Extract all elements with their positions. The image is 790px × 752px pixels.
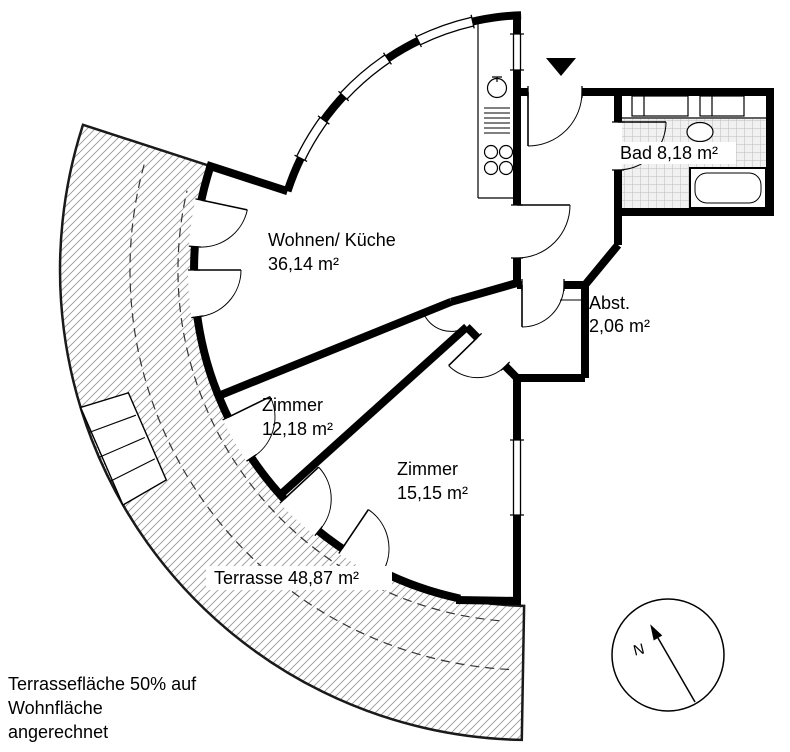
storage-name: Abst.	[589, 293, 630, 313]
bathroom-fixtures	[631, 95, 767, 209]
terrace-dashed-arc-outer	[129, 159, 510, 671]
door-hall-living	[511, 204, 571, 259]
windows	[294, 14, 524, 516]
window-arc-3	[414, 14, 475, 48]
room2-name: Zimmer	[397, 459, 458, 479]
compass-needle	[657, 637, 696, 703]
entrance-arrow-icon	[546, 58, 576, 76]
kitchen-counter-line	[477, 24, 513, 199]
footnote-line-1: Terrassefläche 50% auf	[8, 674, 197, 694]
bath-label-bg	[614, 142, 736, 164]
shaft-boxes	[631, 95, 745, 117]
footnote-line-2: Wohnfläche	[8, 698, 103, 718]
terrace-stairs	[79, 391, 168, 506]
window-arc-1	[294, 115, 330, 162]
wall-hall-diagonal	[581, 242, 622, 288]
door-living-terrace-1	[188, 198, 248, 248]
window-vertical-top	[510, 33, 524, 71]
compass: N	[611, 598, 725, 712]
living-room-area: 36,14 m²	[268, 254, 339, 274]
washbasin-icon	[686, 121, 714, 143]
doors	[188, 86, 667, 578]
room1-area: 12,18 m²	[262, 419, 333, 439]
door-room1-terrace	[222, 395, 276, 462]
door-entrance	[527, 86, 583, 147]
window-vertical-bottom	[510, 439, 524, 516]
stove-burners-icon	[483, 144, 514, 176]
compass-arrowhead-icon	[650, 624, 663, 641]
wall-window-arc-top	[283, 11, 522, 193]
compass-north-label: N	[632, 640, 647, 659]
wall-radial-topleft	[205, 161, 289, 196]
wall-bottom-stub	[455, 596, 522, 605]
storage-area: 2,06 m²	[589, 316, 650, 336]
door-room1-inner	[422, 301, 468, 332]
room1-name: Zimmer	[262, 395, 323, 415]
wall-living-hall	[450, 279, 519, 306]
footnote-line-3: angerechnet	[8, 722, 108, 742]
room-labels: Wohnen/ Küche 36,14 m² Bad 8,18 m² Abst.…	[206, 142, 736, 590]
bath-label: Bad 8,18 m²	[620, 143, 718, 163]
window-arc-2	[338, 52, 392, 102]
door-room2-terrace-1	[279, 466, 332, 537]
terrace-label-bg	[206, 566, 392, 590]
kitchen-rack-icon	[484, 107, 510, 134]
door-room2-inner	[448, 332, 511, 379]
door-hall-storage	[521, 279, 565, 328]
wall-living-room1	[216, 298, 453, 400]
terrace-footnote: Terrassefläche 50% auf Wohnfläche angere…	[8, 674, 197, 742]
compass-circle	[611, 598, 725, 712]
living-room-name: Wohnen/ Küche	[268, 230, 396, 250]
door-living-terrace-2	[188, 269, 242, 319]
kitchen-fixtures	[477, 24, 514, 199]
wall-room1-room2	[277, 323, 470, 498]
kitchen-sink-icon	[486, 76, 508, 99]
bathtub-icon	[689, 167, 767, 209]
room2-area: 15,15 m²	[397, 483, 468, 503]
terrace-label: Terrasse 48,87 m²	[214, 568, 359, 588]
terrace-dashed-arc-inner	[177, 190, 500, 622]
